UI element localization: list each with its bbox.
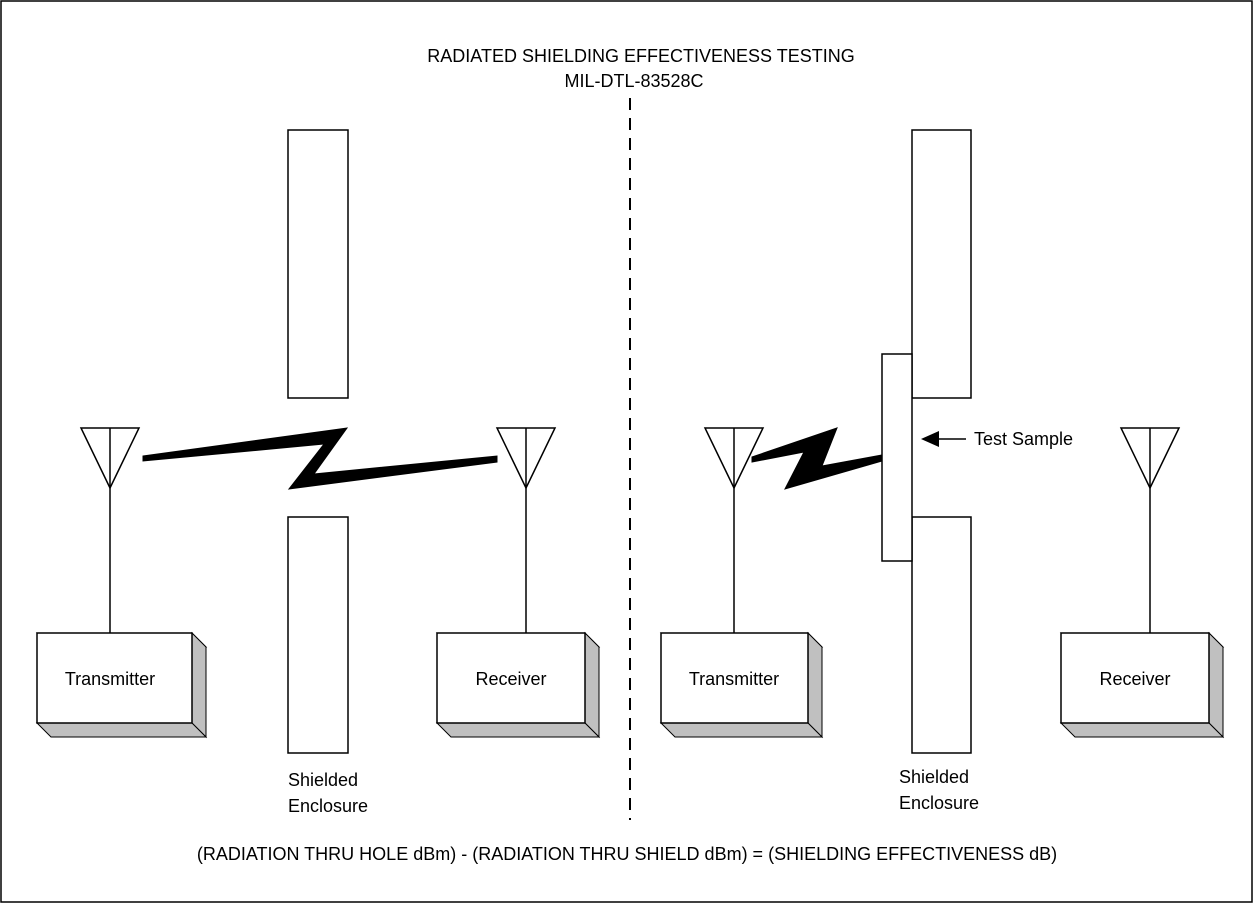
left-enclosure-wall-bottom: [287, 516, 349, 754]
right-setup: Test Sample Transmitter Receiver: [659, 129, 1225, 813]
right-enclosure-wall-bottom: [911, 516, 972, 754]
test-sample-arrow-head: [921, 431, 939, 447]
right-receiver-box: Receiver: [1059, 631, 1225, 739]
left-enclosure-wall-top: [287, 129, 349, 399]
shielding-formula: (RADIATION THRU HOLE dBm) - (RADIATION T…: [197, 844, 1057, 864]
left-transmitter-label: Transmitter: [65, 669, 155, 689]
left-receiver-antenna: [495, 427, 557, 633]
left-enclosure-label-line1: Shielded: [288, 770, 358, 790]
test-sample-plate: [881, 353, 913, 562]
right-transmitter-label: Transmitter: [689, 669, 779, 689]
right-transmitter-antenna: [703, 427, 765, 633]
right-enclosure-wall-top: [911, 129, 972, 399]
right-transmitter-box: Transmitter: [659, 631, 824, 739]
test-sample-label: Test Sample: [974, 429, 1073, 449]
right-receiver-antenna: [1119, 427, 1181, 633]
left-receiver-label: Receiver: [475, 669, 546, 689]
right-receiver-label: Receiver: [1099, 669, 1170, 689]
left-setup: Transmitter Receiver Shielded Enclosure: [35, 129, 601, 816]
diagram-title: RADIATED SHIELDING EFFECTIVENESS TESTING: [427, 46, 854, 66]
left-radiation-bolt: [142, 427, 498, 490]
right-radiation-bolt: [751, 427, 883, 490]
diagram-subtitle: MIL-DTL-83528C: [564, 71, 703, 91]
left-transmitter-box: Transmitter: [35, 631, 208, 739]
left-transmitter-antenna: [79, 427, 141, 633]
left-enclosure-label-line2: Enclosure: [288, 796, 368, 816]
right-enclosure-label-line2: Enclosure: [899, 793, 979, 813]
right-enclosure-label-line1: Shielded: [899, 767, 969, 787]
left-receiver-box: Receiver: [435, 631, 601, 739]
